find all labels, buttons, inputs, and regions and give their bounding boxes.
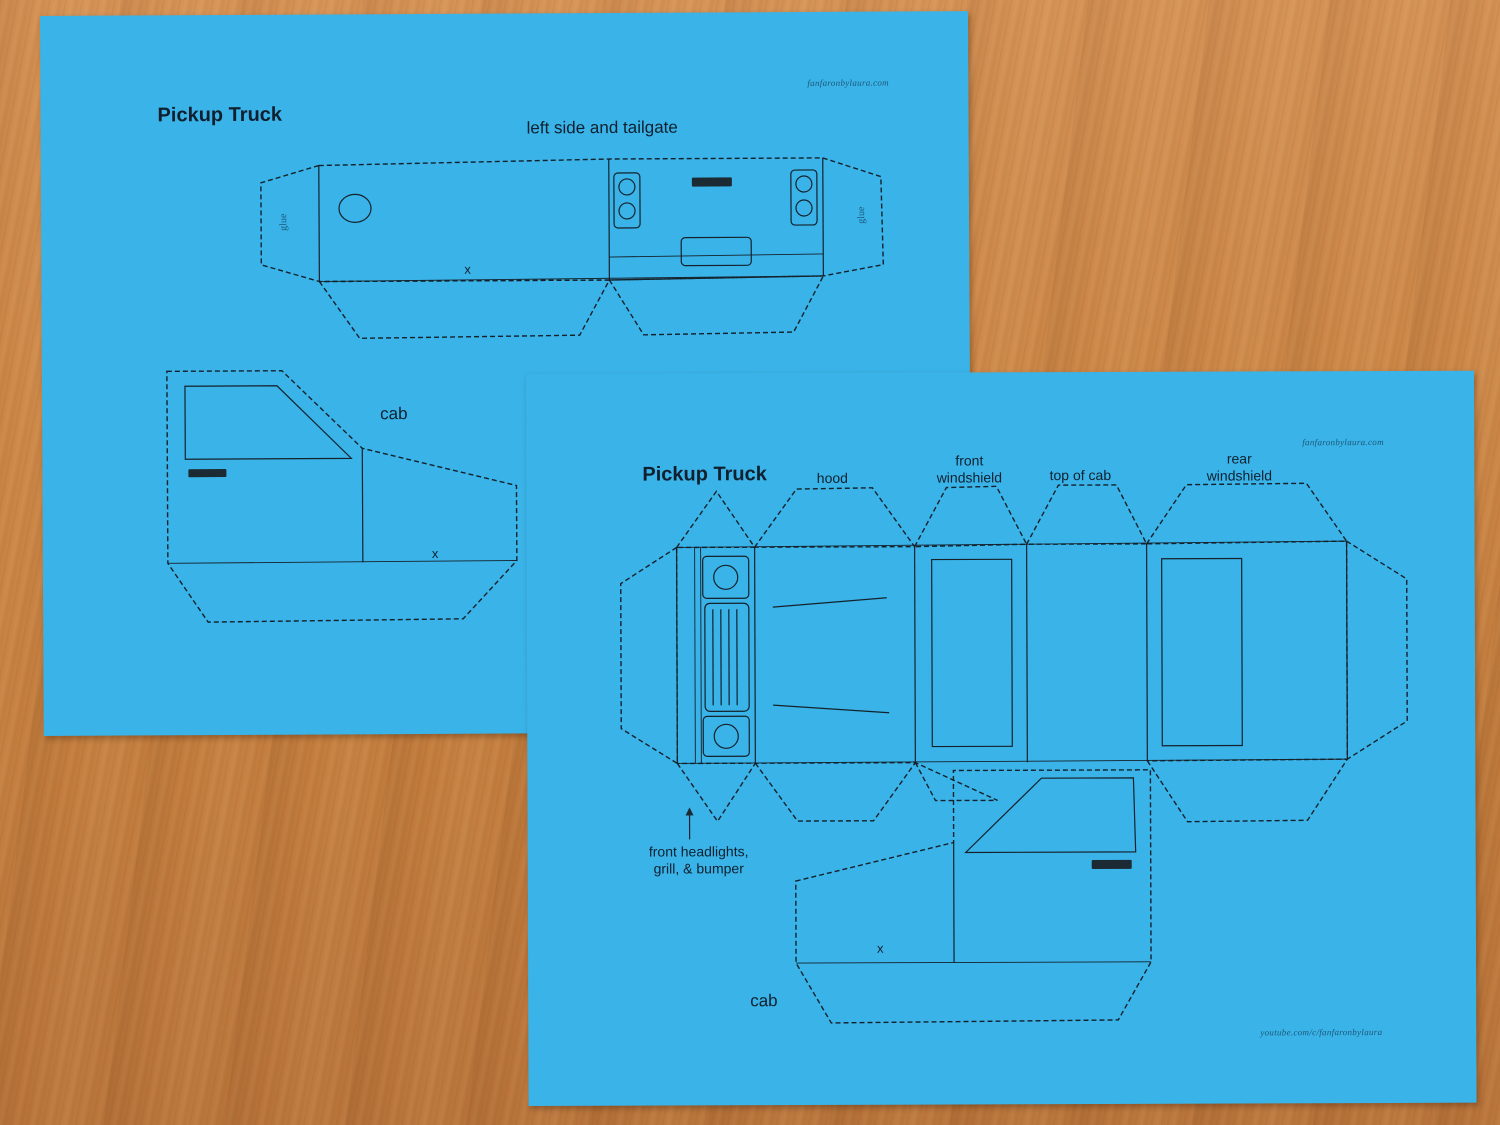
hood-bottom-flap — [753, 761, 917, 822]
front-paper-sheet: Pickup Truck fanfaronbylaura.com youtube… — [526, 370, 1477, 1106]
license-plate — [680, 236, 752, 267]
top-of-cab-top-flap — [1025, 484, 1148, 545]
bumper-bottom-flap — [676, 762, 757, 823]
grill — [704, 602, 750, 712]
rear-windshield-label-line2: windshield — [1206, 467, 1273, 484]
front-cab-window — [964, 777, 1137, 854]
side-x-mark: x — [464, 261, 471, 277]
back-paper-sheet: Pickup Truck fanfaronbylaura.com left si… — [40, 11, 972, 736]
side-bottom-flap — [318, 279, 611, 340]
tailgate-handle — [691, 177, 732, 187]
back-sheet-title: Pickup Truck — [157, 103, 283, 127]
front-windshield-top-flap — [913, 485, 1028, 548]
hood-line-bottom — [773, 704, 890, 714]
side-tailgate-outline — [260, 157, 885, 283]
rear-windshield-label-line1: rear — [1226, 450, 1252, 467]
front-cab-door-handle — [1091, 859, 1132, 870]
fuel-cap-circle — [338, 193, 372, 223]
front-windshield-label-line2: windshield — [936, 469, 1003, 486]
headlight-top — [702, 555, 750, 599]
tailgate-bottom-flap — [608, 275, 825, 336]
front-parts-label-line2: grill, & bumper — [653, 860, 744, 877]
cab-outline — [166, 370, 518, 623]
glue-tab-right-label: glue — [856, 206, 868, 224]
front-left-end-flap — [620, 546, 679, 765]
arrow-up-icon — [685, 807, 694, 816]
bumper-top-flap — [675, 490, 756, 549]
front-sheet-credit-bottom: youtube.com/c/fanfaronbylaura — [1260, 1027, 1383, 1038]
front-cab-x-mark: x — [876, 940, 884, 956]
windshield-bottom-flap — [913, 761, 998, 802]
side-tailgate-label: left side and tailgate — [526, 117, 678, 138]
rear-bottom-flap — [1146, 758, 1349, 823]
hood-label: hood — [816, 469, 848, 486]
rear-windshield-top-flap — [1145, 482, 1348, 545]
back-cab-label: cab — [380, 404, 408, 424]
back-sheet-template-drawing — [166, 157, 885, 623]
taillight-left — [613, 172, 641, 229]
front-windshield-label-line1: front — [955, 452, 984, 469]
front-sheet-title: Pickup Truck — [642, 463, 767, 486]
front-cab-outline — [795, 769, 1152, 1024]
glue-tab-left-label: glue — [278, 213, 290, 231]
rear-right-end-flap — [1345, 539, 1408, 761]
top-of-cab-label: top of cab — [1049, 466, 1112, 484]
cab-window — [184, 385, 353, 460]
rear-windshield-window — [1161, 557, 1243, 747]
hood-top-flap — [753, 487, 916, 548]
front-parts-label-line1: front headlights, — [648, 843, 749, 860]
hood-line-top — [772, 597, 887, 608]
front-sheet-credit-top: fanfaronbylaura.com — [1302, 437, 1384, 448]
front-sheet-template-drawing — [620, 482, 1408, 1024]
taillight-right — [790, 169, 818, 226]
headlight-bottom — [702, 715, 750, 757]
front-cab-label: cab — [750, 991, 778, 1011]
cab-door-handle — [188, 469, 227, 478]
front-windshield-window — [931, 558, 1013, 748]
cab-x-mark: x — [431, 545, 439, 561]
back-sheet-credit: fanfaronbylaura.com — [807, 77, 890, 88]
